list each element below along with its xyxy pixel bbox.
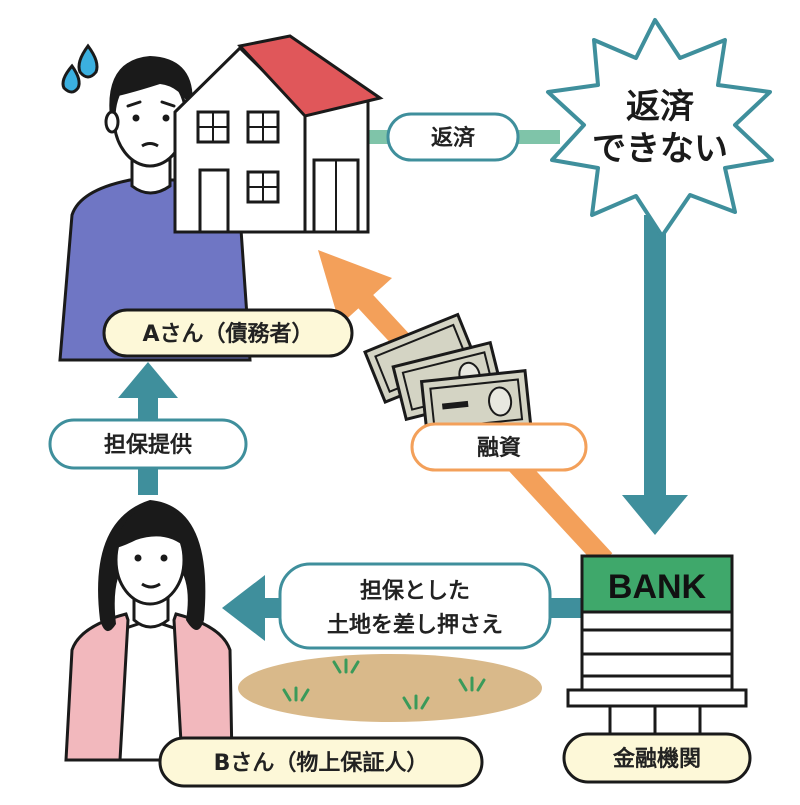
money-bills-icon [363, 312, 533, 439]
arrow-burst-to-bank [622, 215, 688, 535]
person-b-label: Bさん（物上保証人） [158, 736, 484, 788]
bank-name-label-text: 金融機関 [612, 746, 701, 772]
cannot-repay-line2: できない [592, 129, 728, 169]
seize-label-line1: 担保とした [360, 579, 470, 604]
repay-label: 返済 [386, 112, 520, 162]
person-b-illustration [64, 500, 234, 762]
land-plot [238, 654, 542, 722]
person-b-label-text: Bさん（物上保証人） [214, 750, 429, 776]
burst-icon: 返済 できない [546, 18, 774, 238]
loan-label-text: 融資 [477, 435, 521, 461]
loan-label: 融資 [410, 422, 588, 472]
repay-connector-right [518, 130, 560, 144]
collateral-label: 担保提供 [48, 418, 248, 470]
seize-label: 担保とした 土地を差し押さえ [278, 562, 552, 650]
collateral-label-text: 担保提供 [104, 432, 192, 458]
bank-name-label: 金融機関 [562, 732, 752, 784]
house-icon [173, 34, 384, 234]
cannot-repay-line1: 返済 [626, 87, 695, 127]
person-a-label: Aさん（債務者） [102, 308, 354, 358]
grass-icon [282, 658, 486, 710]
seize-label-line2: 土地を差し押さえ [327, 612, 503, 638]
bank-sign-text: BANK [608, 568, 707, 606]
person-a-label-text: Aさん（債務者） [142, 321, 313, 347]
sweat-drops-icon [61, 43, 99, 94]
repay-label-text: 返済 [431, 125, 476, 151]
bank-building-icon: BANK [566, 554, 748, 736]
